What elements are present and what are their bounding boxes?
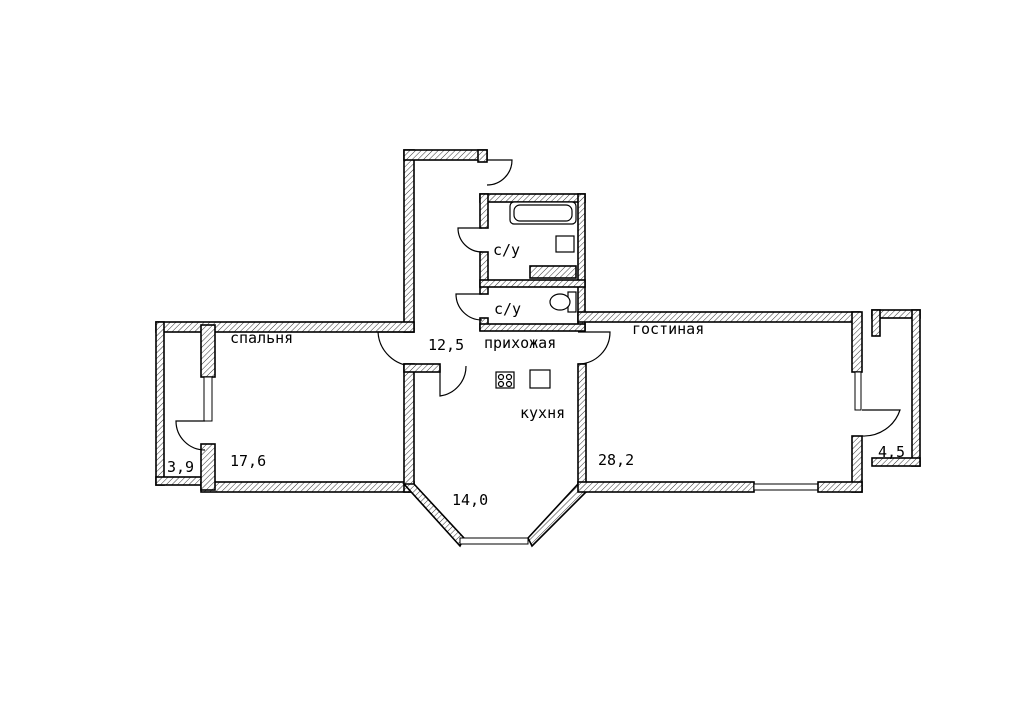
kitchen-name: кухня (520, 404, 565, 422)
toilet-door[interactable] (455, 293, 483, 321)
living-room-area: 28,2 (598, 451, 634, 469)
bedroom-walls (155, 321, 415, 493)
kitchen-sink-icon (529, 369, 551, 389)
kitchen-door[interactable] (439, 365, 467, 397)
toilet-name: с/у (494, 300, 521, 318)
living-room-walls (577, 309, 921, 493)
living-room-door[interactable] (577, 331, 611, 365)
bathroom-name: с/у (493, 241, 520, 259)
entrance-door[interactable] (486, 159, 513, 186)
balcony-left-area: 3,9 (167, 458, 194, 476)
bedroom-area: 17,6 (230, 452, 266, 470)
bedroom-balcony-window (203, 376, 213, 422)
radiator-icon (529, 265, 577, 279)
bathtub-icon (509, 201, 577, 225)
living-window (753, 483, 819, 491)
bathroom-door[interactable] (457, 227, 483, 253)
balcony-left-door[interactable] (175, 420, 206, 451)
balcony-right-area: 4,5 (878, 443, 905, 461)
hallway-walls (403, 149, 488, 333)
living-room-name: гостиная (632, 320, 704, 338)
toilet-icon (549, 291, 577, 313)
bedroom-door[interactable] (377, 331, 415, 367)
bedroom-name: спальня (230, 329, 293, 347)
stove-icon (495, 371, 515, 389)
hallway-area: 12,5 (428, 336, 464, 354)
kitchen-walls (402, 363, 588, 548)
living-balcony-window (854, 371, 862, 411)
sink-icon (555, 235, 575, 253)
bathroom-block (455, 193, 586, 332)
hallway-name: прихожая (484, 334, 556, 352)
kitchen-area: 14,0 (452, 491, 488, 509)
balcony-right-door[interactable] (861, 409, 901, 437)
